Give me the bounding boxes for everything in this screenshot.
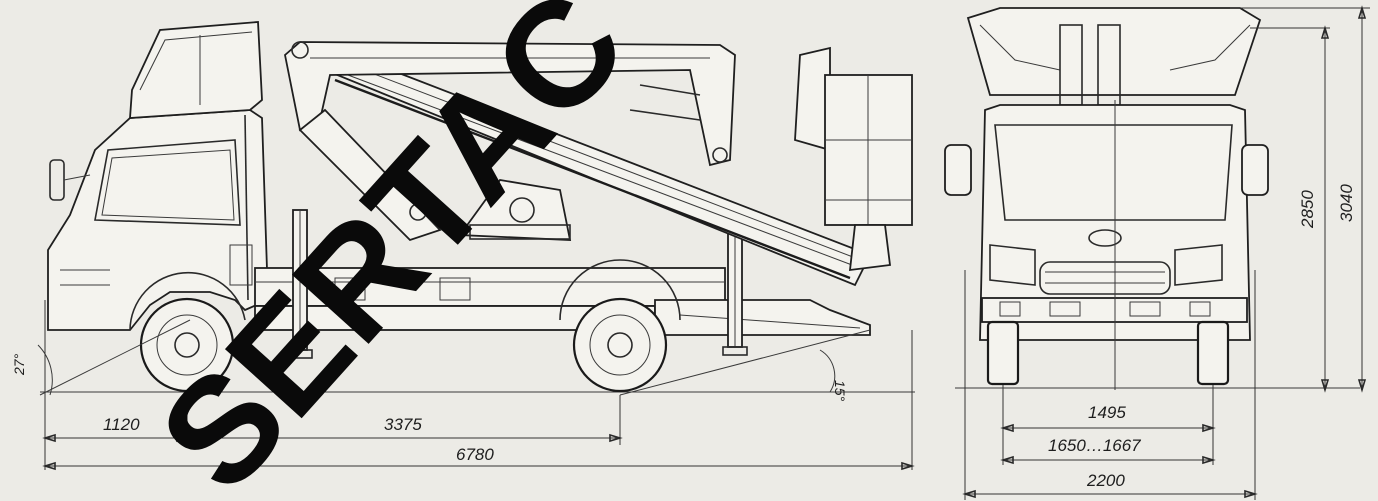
dim-approach-angle: 27° <box>11 353 27 376</box>
front-cab <box>944 100 1269 390</box>
side-dimension-lines <box>42 300 915 471</box>
dim-height-overall: 3040 <box>1337 184 1356 222</box>
front-roof-deflector <box>966 7 1262 106</box>
dim-front-overhang: 1120 <box>103 415 140 434</box>
dim-overall-width: 2200 <box>1086 471 1125 490</box>
dim-wheelbase: 3375 <box>384 415 422 434</box>
front-vertical-dimension-lines <box>1230 5 1370 393</box>
truck-cab <box>47 21 269 331</box>
dim-track-rear: 1495 <box>1088 403 1126 422</box>
front-view: 2850 3040 1495 1650…1667 2200 <box>944 5 1370 500</box>
side-view: 1120 3375 6780 27° 15° <box>11 21 915 471</box>
dim-track-front: 1650…1667 <box>1048 436 1141 455</box>
front-horizontal-dimension-lines <box>962 270 1258 500</box>
boom-turret <box>458 179 572 241</box>
outrigger-front <box>287 209 313 359</box>
dim-overall-length: 6780 <box>456 445 494 464</box>
rear-wheel <box>572 297 668 393</box>
dim-height-cab: 2850 <box>1298 190 1317 229</box>
work-basket <box>794 46 913 272</box>
lift-arm <box>298 108 442 242</box>
dim-departure-angle: 15° <box>832 380 848 402</box>
